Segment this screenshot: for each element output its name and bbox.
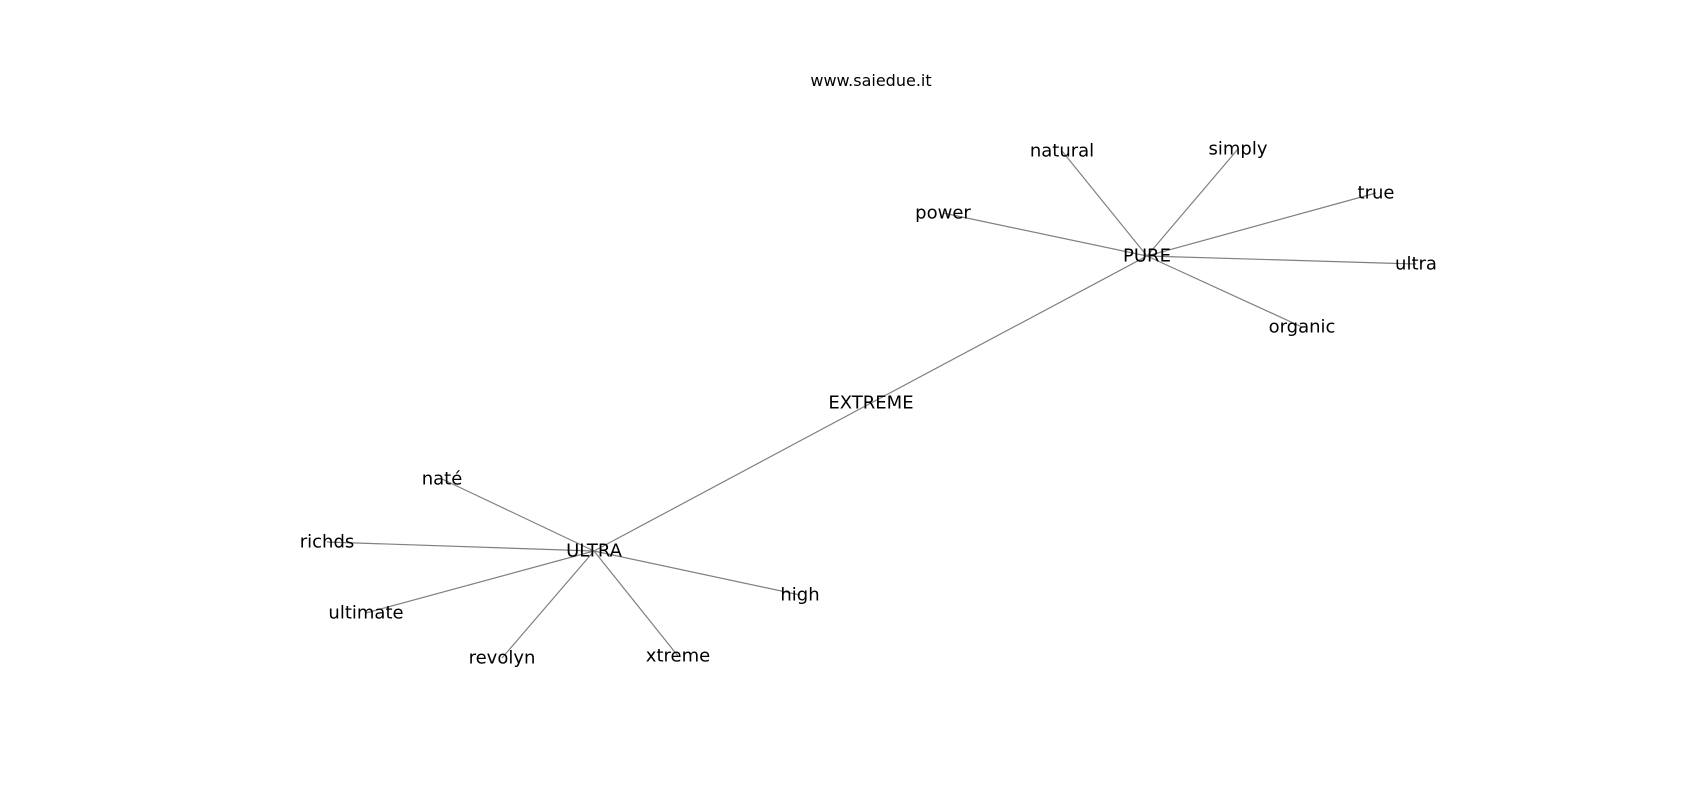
edge-ultra_hub-nate	[441, 478, 595, 552]
edges-layer	[326, 148, 1417, 659]
page-title: www.saiedue.it	[810, 71, 932, 90]
node-label-organic: organic	[1269, 317, 1336, 338]
edge-pure-organic	[1146, 255, 1303, 328]
edge-pure-simply	[1146, 148, 1239, 257]
edge-ultra_hub-xtreme	[593, 550, 679, 657]
edge-ultra_hub-revolyn	[501, 550, 595, 659]
edge-pure-power	[942, 212, 1148, 257]
node-label-power: power	[915, 203, 971, 224]
node-label-simply: simply	[1209, 139, 1268, 160]
edge-pure-natural	[1061, 150, 1148, 257]
node-label-ultimate: ultimate	[328, 603, 403, 624]
edge-pure-ultra	[1146, 255, 1417, 265]
edge-ultra_hub-richds	[326, 541, 595, 552]
node-label-revolyn: revolyn	[469, 648, 536, 669]
node-label-extreme: EXTREME	[828, 393, 913, 414]
node-label-high: high	[780, 585, 819, 606]
edge-extreme-ultra_hub	[593, 402, 872, 552]
edge-pure-true	[1146, 192, 1377, 257]
node-label-true: true	[1358, 183, 1395, 204]
node-label-natural: natural	[1030, 141, 1094, 162]
node-label-ultra: ultra	[1395, 254, 1437, 275]
edge-pure-extreme	[870, 255, 1148, 404]
edge-ultra_hub-high	[593, 550, 801, 596]
node-label-ultra_hub: ULTRA	[566, 541, 622, 562]
labels-layer: PURE EXTREME ULTRA natural simply true power ul…	[300, 139, 1437, 669]
node-label-richds: richds	[300, 532, 355, 553]
node-label-pure: PURE	[1123, 246, 1171, 267]
edge-ultra_hub-ultimate	[365, 550, 595, 614]
node-label-xtreme: xtreme	[646, 646, 710, 667]
node-label-nate: naté	[422, 469, 463, 490]
